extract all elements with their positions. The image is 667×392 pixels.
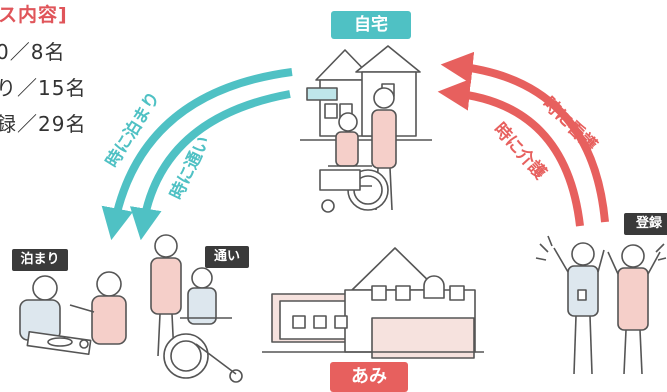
arrow-day	[129, 90, 291, 241]
arrow-stay	[101, 68, 293, 241]
service-line-1: 0／8名	[0, 40, 66, 64]
home-illustration	[300, 45, 432, 213]
home-label: 自宅	[331, 11, 411, 39]
service-content-title: ス内容]	[0, 4, 68, 26]
arrow-care	[437, 78, 584, 227]
stay-tag: 泊まり	[12, 249, 68, 271]
facility-building	[262, 247, 484, 359]
day-illustration	[150, 234, 243, 383]
service-line-3: 録／29名	[0, 112, 87, 136]
staff-illustration	[535, 235, 667, 375]
stay-illustration	[19, 271, 127, 356]
service-line-2: り／15名	[0, 76, 87, 100]
registered-tag: 登録	[624, 213, 667, 235]
arrow-nursing	[440, 51, 609, 223]
day-tag: 通い	[205, 246, 249, 268]
facility-label: あみ	[330, 362, 408, 392]
